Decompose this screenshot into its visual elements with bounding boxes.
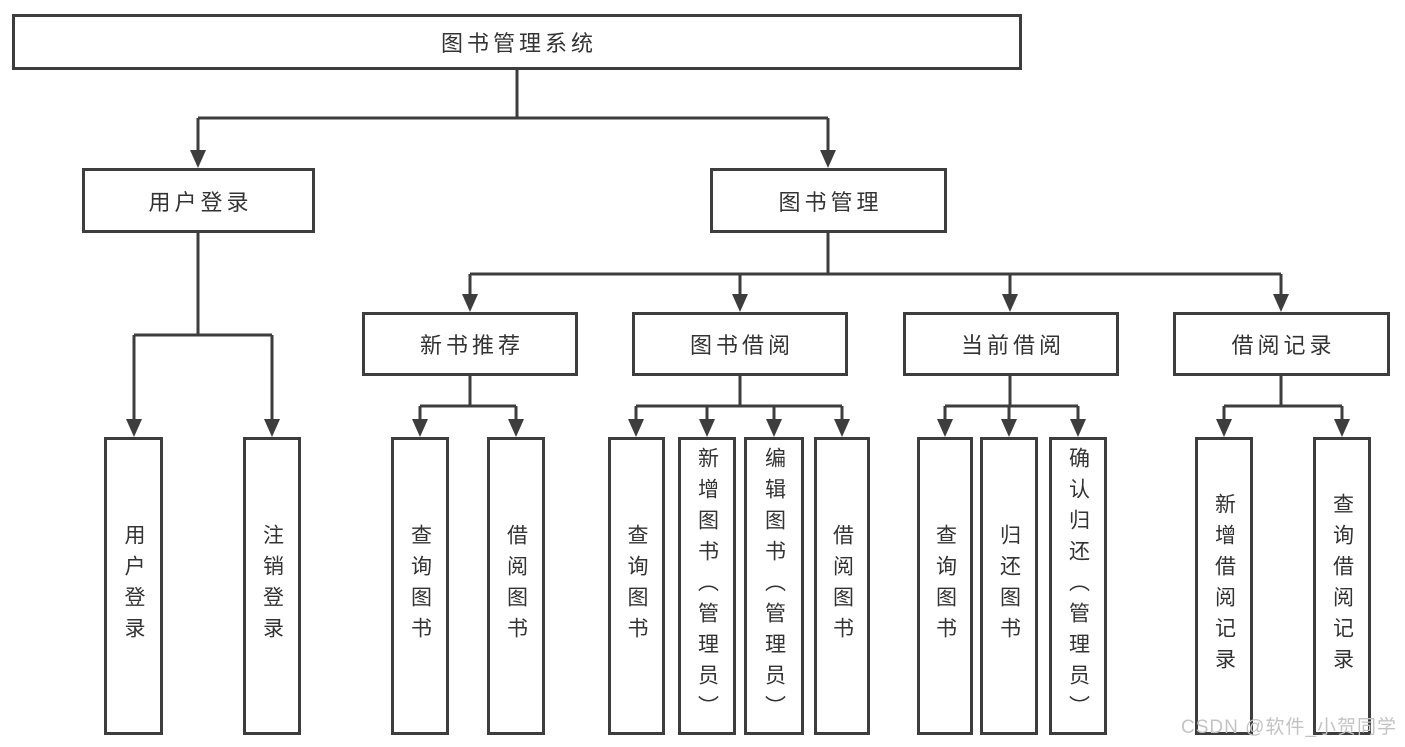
connector-user-login [126, 233, 280, 437]
node-book-management: 图书管理 [710, 168, 947, 233]
leaf-return-books: 归还图书 [980, 437, 1038, 735]
node-library-system-label: 图书管理系统 [440, 31, 597, 56]
leaf-user-login: 用户登录 [104, 437, 163, 735]
csdn-watermark: CSDN @软件_小贺同学 [1181, 717, 1397, 738]
leaf-borrowing-borrow-books-label: 借阅图书 [830, 524, 854, 648]
node-book-borrowing-label: 图书借阅 [689, 333, 794, 358]
leaf-confirm-return-admin-label: 确认归还（管理员） [1066, 446, 1090, 726]
node-user-login: 用户登录 [82, 168, 315, 233]
leaf-confirm-return-admin: 确认归还（管理员） [1049, 437, 1107, 735]
node-borrowing-records: 借阅记录 [1173, 312, 1390, 376]
leaf-edit-books-admin: 编辑图书（管理员） [744, 437, 804, 735]
connector-new-book-rec [412, 376, 524, 437]
leaf-return-books-label: 归还图书 [997, 524, 1021, 648]
leaf-edit-books-admin-label: 编辑图书（管理员） [762, 446, 786, 726]
leaf-current-query-books: 查询图书 [917, 437, 973, 735]
leaf-add-borrow-record-label: 新增借阅记录 [1212, 493, 1236, 679]
leaf-query-borrow-record: 查询借阅记录 [1313, 437, 1371, 735]
leaf-user-login-label: 用户登录 [122, 524, 145, 648]
connector-current-borrow [937, 376, 1086, 437]
leaf-current-query-books-label: 查询图书 [933, 524, 957, 648]
node-library-system: 图书管理系统 [12, 14, 1022, 70]
node-user-login-label: 用户登录 [148, 189, 253, 215]
leaf-recommend-borrow-books: 借阅图书 [487, 437, 545, 735]
leaf-add-books-admin: 新增图书（管理员） [678, 437, 736, 735]
connector-root [190, 70, 836, 168]
node-borrowing-records-label: 借阅记录 [1231, 333, 1336, 358]
node-current-borrowing: 当前借阅 [903, 312, 1119, 376]
leaf-borrowing-query-books: 查询图书 [608, 437, 665, 735]
connector-book-borrow [628, 376, 850, 437]
leaf-recommend-query-books-label: 查询图书 [408, 524, 432, 648]
connector-book-mgmt [462, 233, 1289, 312]
leaf-add-borrow-record: 新增借阅记录 [1195, 437, 1253, 735]
node-new-book-recommend-label: 新书推荐 [419, 333, 524, 358]
leaf-borrowing-borrow-books: 借阅图书 [814, 437, 870, 735]
leaf-recommend-borrow-books-label: 借阅图书 [504, 524, 528, 648]
leaf-logout-login: 注销登录 [243, 437, 301, 735]
connector-borrow-records [1216, 376, 1350, 437]
node-current-borrowing-label: 当前借阅 [960, 333, 1065, 358]
node-book-management-label: 图书管理 [778, 189, 883, 215]
leaf-add-books-admin-label: 新增图书（管理员） [695, 446, 719, 726]
node-book-borrowing: 图书借阅 [632, 312, 848, 376]
leaf-recommend-query-books: 查询图书 [391, 437, 449, 735]
node-new-book-recommend: 新书推荐 [362, 312, 578, 376]
leaf-borrowing-query-books-label: 查询图书 [625, 524, 648, 648]
leaf-logout-login-label: 注销登录 [260, 524, 284, 648]
leaf-query-borrow-record-label: 查询借阅记录 [1330, 493, 1354, 679]
